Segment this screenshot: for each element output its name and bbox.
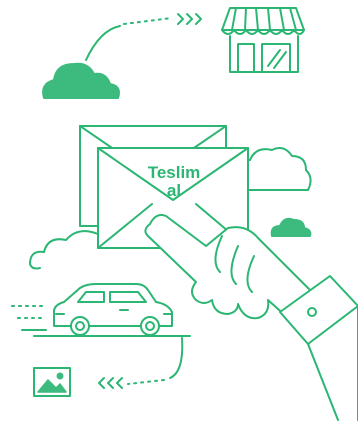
envelope-label-line1: Teslim (148, 163, 201, 182)
image-icon (34, 368, 70, 396)
car-icon (34, 284, 190, 336)
hand-pointer-icon (145, 215, 358, 420)
dotted-arrow-bottom (128, 338, 182, 384)
envelope-label-line2: al (167, 181, 181, 200)
cloud-icon (43, 64, 119, 98)
dotted-arrow-top (86, 18, 172, 60)
speed-lines (12, 306, 46, 330)
cloud-outline-left (30, 231, 98, 268)
store-icon (222, 8, 304, 72)
small-cloud-icon (272, 219, 311, 236)
chevrons-right-icon (178, 14, 201, 24)
chevrons-left-icon (99, 378, 122, 388)
